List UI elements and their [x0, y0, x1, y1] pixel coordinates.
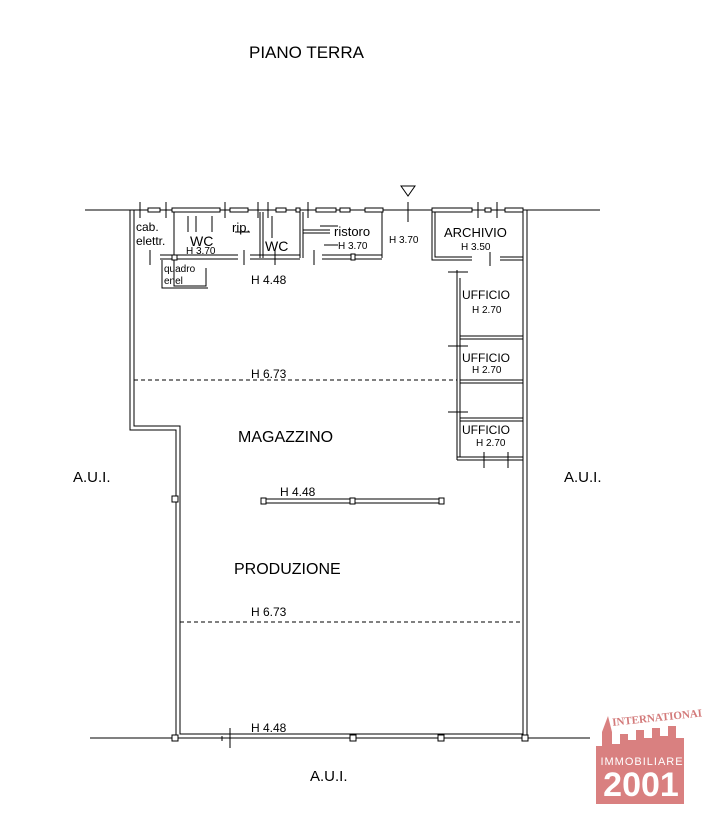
room-label-ufficio-3: UFFICIO	[462, 423, 510, 437]
mid-beam-height: H 4.48	[280, 485, 316, 499]
lower-dashed-height: H 6.73	[251, 605, 287, 619]
label-enel: enel	[164, 276, 183, 287]
neighbor-bottom: A.U.I.	[310, 768, 348, 785]
entrance-marker-icon	[400, 185, 416, 197]
room-label-wc1: WC	[190, 233, 213, 249]
top-wall-openings	[139, 202, 524, 222]
office-walls	[431, 212, 523, 468]
service-rooms-walls	[149, 212, 383, 289]
mid-beam	[260, 497, 445, 505]
outer-walls	[129, 210, 529, 748]
neighbor-right: A.U.I.	[564, 469, 602, 486]
room-label-ufficio-1: UFFICIO	[462, 288, 510, 302]
skyline-icon	[596, 716, 684, 804]
wc1-height: H 3.70	[186, 246, 216, 257]
ufficio-3-height: H 2.70	[476, 438, 506, 449]
ristoro-height: H 3.70	[338, 241, 368, 252]
neighbor-left: A.U.I.	[73, 469, 111, 486]
label-quadro: quadro	[164, 264, 196, 275]
room-label-rip: rip.	[232, 220, 250, 235]
archivio-height: H 3.50	[461, 242, 491, 253]
ufficio-2-height: H 2.70	[472, 365, 502, 376]
corridor-height: H 4.48	[251, 273, 287, 287]
room-label-elettr: elettr.	[136, 234, 165, 248]
logo-text-2001: 2001	[603, 766, 679, 804]
room-label-magazzino: MAGAZZINO	[238, 429, 333, 446]
plan-title: PIANO TERRA	[249, 43, 365, 62]
room-label-cab: cab.	[136, 220, 159, 234]
bottom-height: H 4.48	[251, 721, 287, 735]
room-label-ristoro: ristoro	[334, 224, 370, 239]
entrance-height: H 3.70	[389, 235, 419, 246]
room-label-produzione: PRODUZIONE	[234, 561, 341, 578]
room-label-ufficio-2: UFFICIO	[462, 351, 510, 365]
agency-logo: INTERNATIONAL IMMOBILIARE 2001	[592, 707, 702, 804]
upper-dashed-height: H 6.73	[251, 367, 287, 381]
room-label-archivio: ARCHIVIO	[444, 225, 507, 240]
ufficio-1-height: H 2.70	[472, 305, 502, 316]
logo-text-immobiliare: IMMOBILIARE	[600, 756, 684, 768]
room-label-wc2: WC	[265, 238, 288, 254]
